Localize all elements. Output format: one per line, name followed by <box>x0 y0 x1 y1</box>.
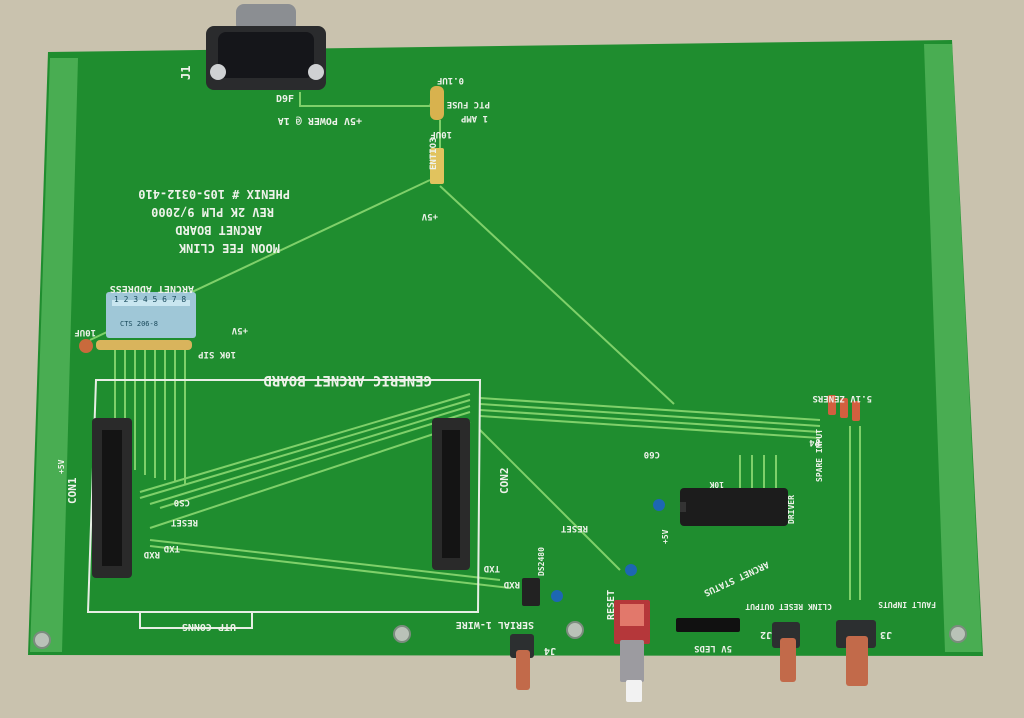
utp-conns-label-box <box>139 611 253 629</box>
plus5v-dip: +5V <box>231 325 248 335</box>
blue-capacitor <box>551 590 563 602</box>
j4-label: J4 <box>544 645 556 656</box>
board-rail-right <box>924 44 982 652</box>
utp-conns-label: UTP CONNS <box>182 621 236 632</box>
j1-label: J1 <box>179 66 193 80</box>
zener-diodes <box>828 395 860 421</box>
mounting-hole <box>949 625 967 643</box>
entio3-capacitor <box>430 148 444 184</box>
fault-inputs-label: FAULT INPUTS <box>878 600 936 609</box>
txd-con2: TXD <box>483 563 500 573</box>
mounting-hole <box>33 631 51 649</box>
sip-label: 10K SIP <box>197 349 236 359</box>
con1-header <box>92 418 132 578</box>
blue-capacitor <box>625 564 637 576</box>
rxd-label: RXD <box>143 549 160 559</box>
plus5v-chip: +5V <box>661 529 670 544</box>
reset-switch <box>614 600 650 702</box>
one-amp-label: 1 AMP <box>460 113 488 123</box>
r10k-label: 10K <box>709 480 724 489</box>
j1-d9-connector <box>206 4 326 90</box>
cap-10uf-left-label: 10UF <box>74 327 96 337</box>
led-header <box>676 618 740 632</box>
power-label: +5V POWER @ 1A <box>278 115 362 126</box>
con1-label: CON1 <box>66 477 79 504</box>
rxd-con2: RXD <box>503 579 520 589</box>
j2-label: J2 <box>760 629 772 640</box>
board-name: GENERIC ARCNET BOARD <box>263 372 432 388</box>
p4-label: P4 <box>809 437 820 447</box>
blue-capacitor <box>653 499 665 511</box>
con2-header <box>432 418 470 570</box>
serial-1wire-label: SERIAL 1-WIRE <box>456 619 534 630</box>
d9f-label: D9F <box>276 94 294 105</box>
utp-conns-outline <box>86 379 482 613</box>
title-line-3: ARCNET BOARD <box>175 223 262 237</box>
driver-label: DRIVER <box>787 495 796 524</box>
j3-label: J3 <box>880 629 892 640</box>
board-rail-left <box>30 58 78 652</box>
capacitor-10uf-left <box>79 339 93 353</box>
j4-header <box>510 634 534 690</box>
plus5v-top: +5V <box>421 211 438 221</box>
entio3-label: ENTIO3 <box>429 137 439 170</box>
reset-button-label: RESET <box>606 590 617 620</box>
silkscreen-text: PHENIX # 105-0312-410 REV 2K PLM 9/2000 … <box>57 66 936 656</box>
reset-con2: RESET <box>560 523 588 533</box>
arcnet-chip <box>680 488 788 526</box>
dip-switch-stripe <box>112 300 190 306</box>
cs0-label: CS0 <box>174 497 190 507</box>
plus5v-con1: +5V <box>57 459 66 474</box>
arcnet-address-label: ARCNET ADDRESS <box>110 283 194 294</box>
sip-resistor <box>96 340 192 350</box>
dip-maker: CTS 206-8 <box>120 320 158 328</box>
title-line-2: REV 2K PLM 9/2000 <box>151 205 274 219</box>
j3-header <box>836 620 876 686</box>
title-line-4: MOON FEE CLINK <box>178 241 280 255</box>
leds-label: 5V LEDS <box>694 643 732 653</box>
ptc-fuse-label: PTC FUSE <box>447 99 490 109</box>
ds2480-label: DS2480 <box>537 547 546 576</box>
zeners-label: 5.1V ZENERS <box>812 393 872 403</box>
c60-label: C60 <box>644 449 660 459</box>
reset-con1: RESET <box>170 517 198 527</box>
dip-numbers: 1 2 3 4 5 6 7 8 <box>114 295 186 304</box>
j2-header <box>772 622 800 682</box>
con2-label: CON2 <box>498 468 511 495</box>
spare-input-label: SPARE INPUT <box>815 429 824 482</box>
mounting-hole <box>566 621 584 639</box>
txd-label: TXD <box>163 543 180 553</box>
title-line-1: PHENIX # 105-0312-410 <box>138 187 290 201</box>
chip-notch <box>680 502 686 512</box>
cap-10uf-label: 10UF <box>430 129 452 139</box>
cap-01uf-label: 0.1UF <box>437 75 464 85</box>
ptc-fuse <box>430 86 444 120</box>
mounting-hole <box>393 625 411 643</box>
clink-reset-output-label: CLINK RESET OUTPUT <box>745 602 832 611</box>
ds2480-chip <box>522 578 540 606</box>
